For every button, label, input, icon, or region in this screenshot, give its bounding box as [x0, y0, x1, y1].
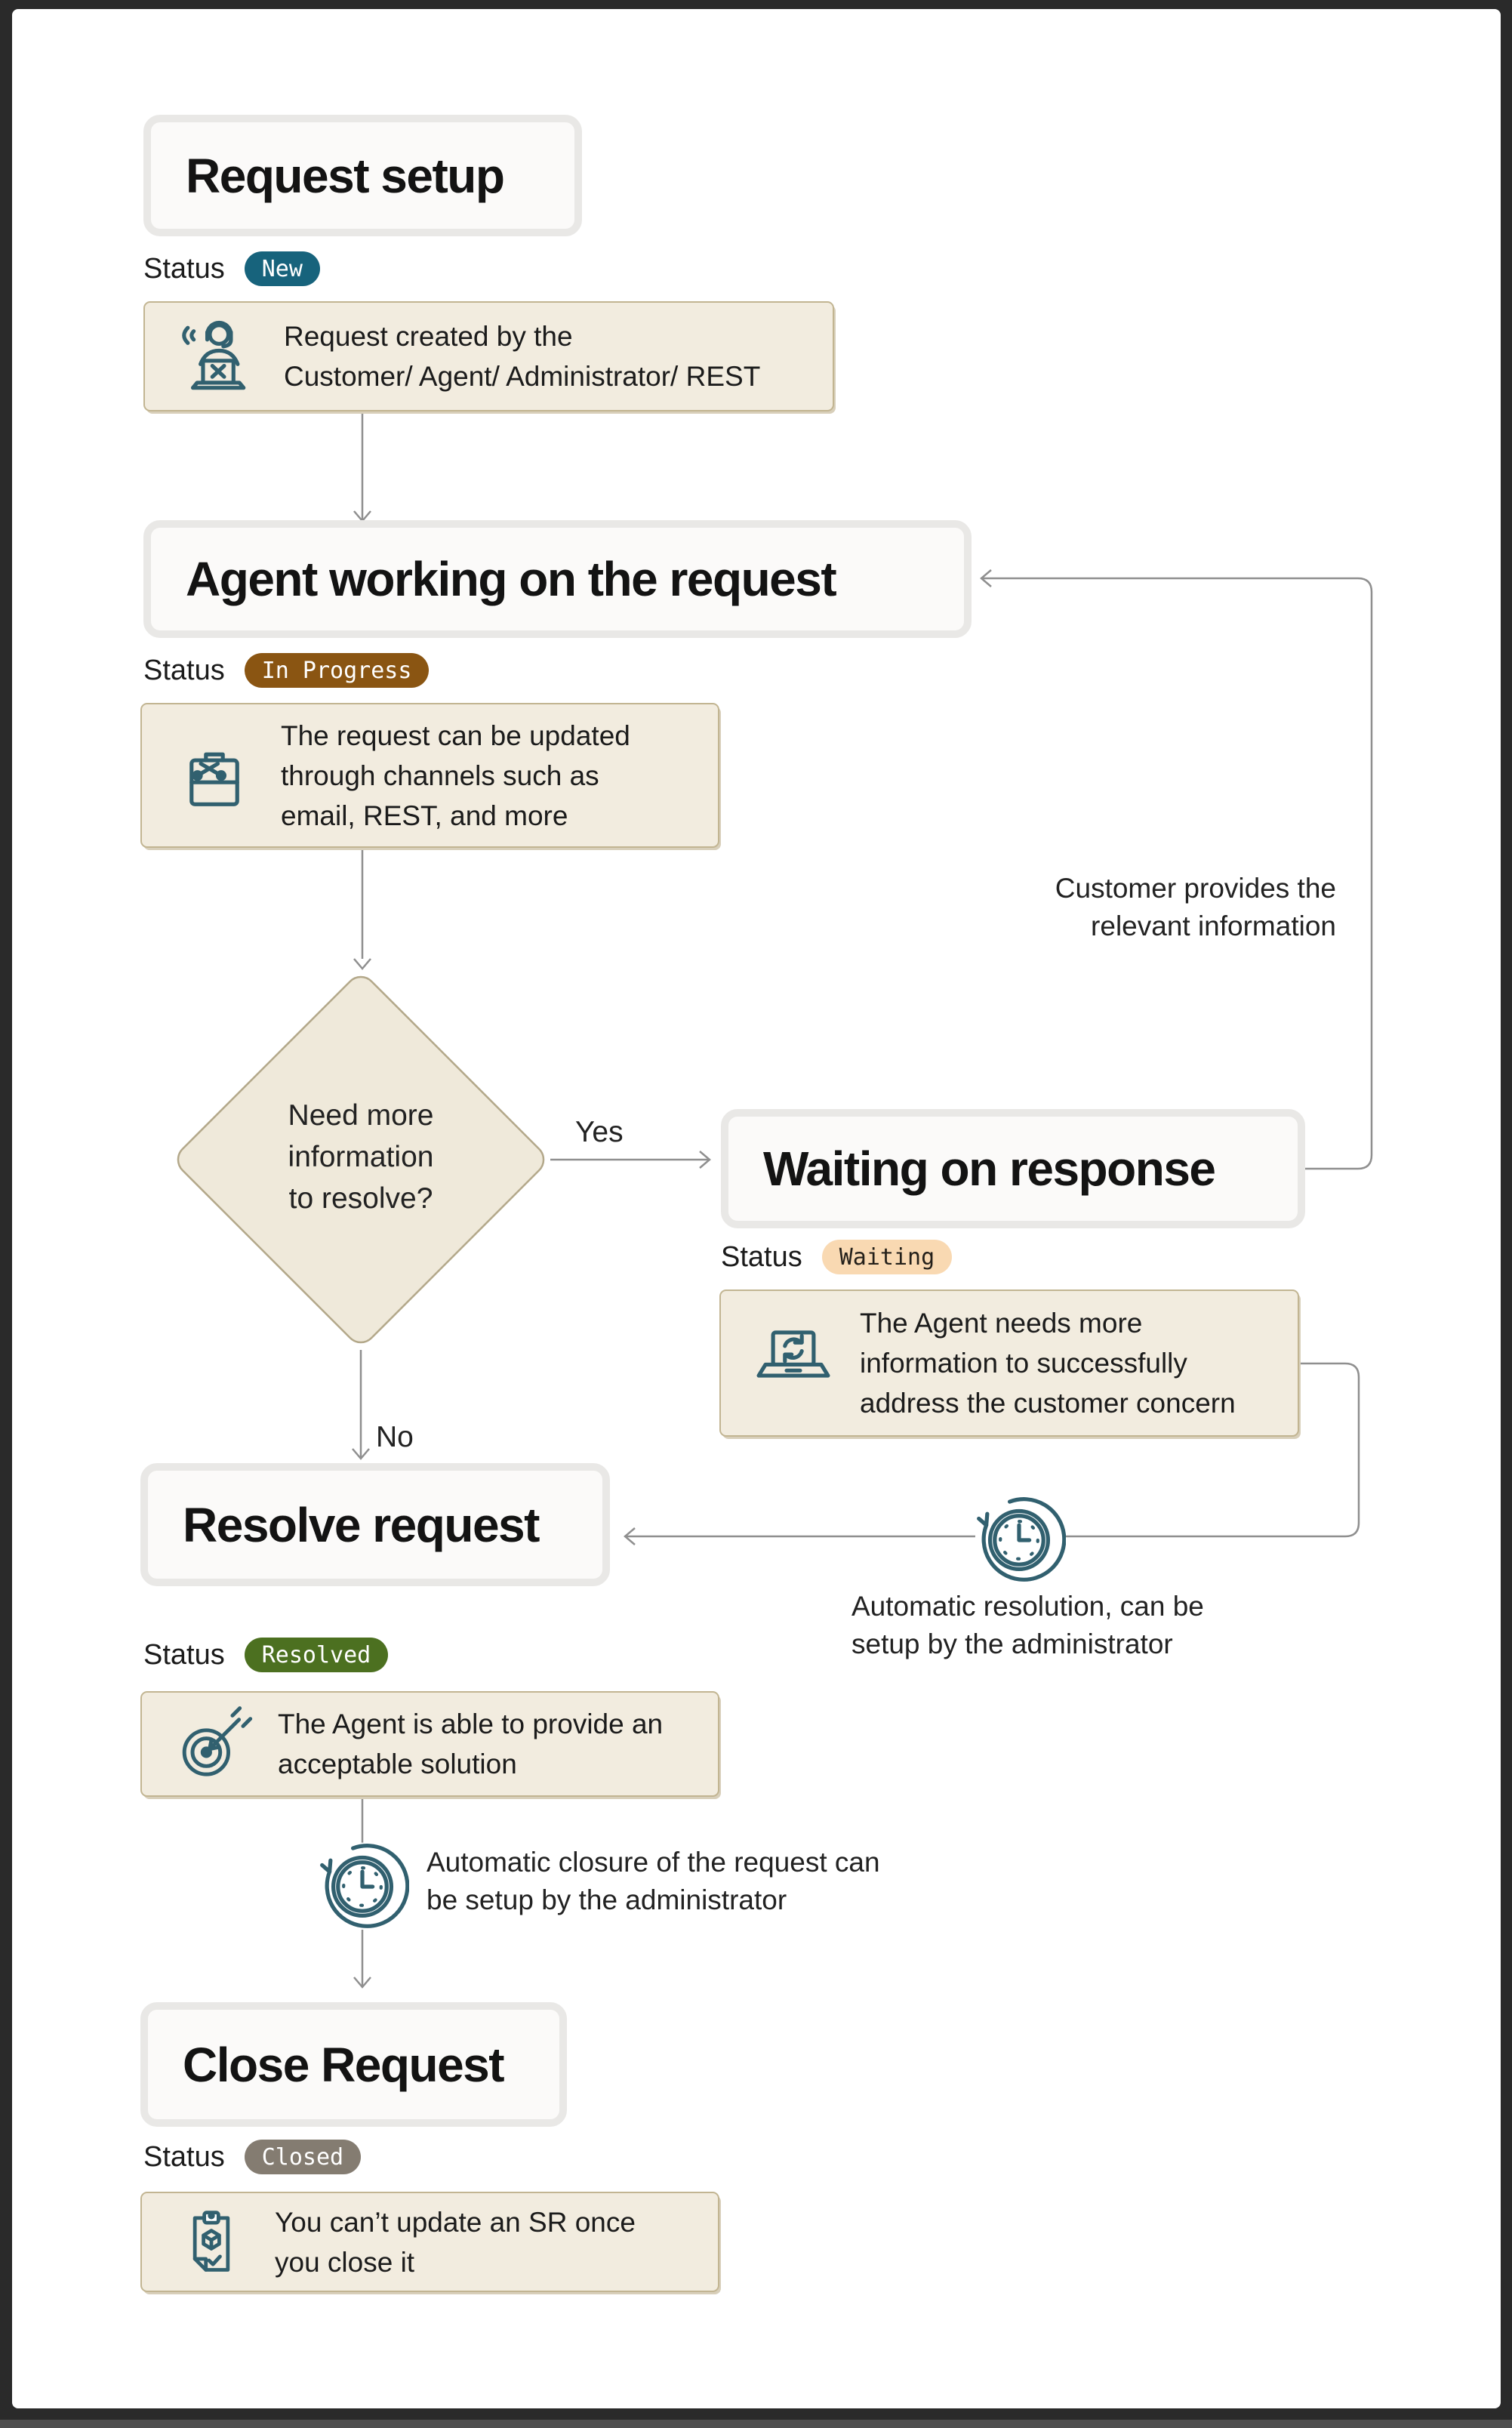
- stage-title-text: Request setup: [186, 148, 505, 203]
- status-label: Status: [143, 654, 225, 686]
- stage-title-close: Close Request: [140, 2002, 567, 2127]
- status-badge-waiting: Waiting: [821, 1240, 953, 1274]
- note-text: Request created by the Customer/ Agent/ …: [284, 321, 761, 392]
- auto-resolution-clock-icon: [972, 1490, 1067, 1585]
- status-row-agent-working: Status In Progress: [143, 652, 430, 689]
- note-agent-needs-info: The Agent needs more information to succ…: [719, 1289, 1299, 1437]
- note-text: The Agent is able to provide an acceptab…: [278, 1709, 664, 1779]
- stage-title-resolve: Resolve request: [140, 1463, 610, 1586]
- annotation-auto-closure: Automatic closure of the request can be …: [427, 1847, 880, 1915]
- auto-closure-clock-icon: [316, 1836, 410, 1931]
- branch-label-yes: Yes: [575, 1116, 624, 1148]
- status-row-close: Status Closed: [143, 2139, 362, 2175]
- toolbox-icon: [172, 732, 257, 820]
- status-badge-in-progress: In Progress: [244, 653, 430, 688]
- support-agent-icon: [175, 313, 260, 401]
- annotation-auto-resolution: Automatic resolution, can be setup by th…: [851, 1591, 1204, 1659]
- status-label: Status: [143, 1638, 225, 1671]
- stage-title-text: Close Request: [183, 2037, 505, 2092]
- status-label: Status: [143, 252, 225, 285]
- note-text: You can’t update an SR once you close it: [275, 2206, 636, 2278]
- clipboard-check-icon: [172, 2201, 251, 2283]
- note-request-created: Request created by the Customer/ Agent/ …: [143, 301, 834, 411]
- screen-bottom-edge: [0, 2420, 1512, 2428]
- status-label: Status: [143, 2140, 225, 2173]
- status-badge-resolved: Resolved: [244, 1638, 389, 1672]
- note-request-updated: The request can be updated through chann…: [140, 703, 719, 848]
- stage-title-agent-working: Agent working on the request: [143, 520, 972, 638]
- target-icon: [172, 1702, 254, 1787]
- decision-diamond: [177, 975, 545, 1344]
- status-row-waiting: Status Waiting: [721, 1239, 953, 1275]
- stage-title-text: Resolve request: [183, 1497, 540, 1552]
- status-badge-new: New: [244, 251, 320, 286]
- annotation-customer-provides: Customer provides the relevant informati…: [1055, 873, 1336, 941]
- stage-title-request-setup: Request setup: [143, 115, 582, 236]
- status-label: Status: [721, 1240, 802, 1273]
- decision-question: Need more information to resolve?: [288, 1099, 434, 1215]
- note-cannot-update: You can’t update an SR once you close it: [140, 2192, 719, 2292]
- note-text: The request can be updated through chann…: [281, 719, 630, 831]
- status-badge-closed: Closed: [244, 2140, 362, 2174]
- stage-title-waiting: Waiting on response: [721, 1109, 1305, 1228]
- branch-label-no: No: [376, 1421, 414, 1453]
- note-text: The Agent needs more information to succ…: [860, 1308, 1236, 1419]
- laptop-sync-icon: [751, 1319, 836, 1407]
- status-row-request-setup: Status New: [143, 251, 320, 287]
- status-row-resolve: Status Resolved: [143, 1637, 389, 1673]
- stage-title-text: Agent working on the request: [186, 552, 837, 606]
- note-acceptable-solution: The Agent is able to provide an acceptab…: [140, 1691, 719, 1797]
- stage-title-text: Waiting on response: [763, 1142, 1216, 1196]
